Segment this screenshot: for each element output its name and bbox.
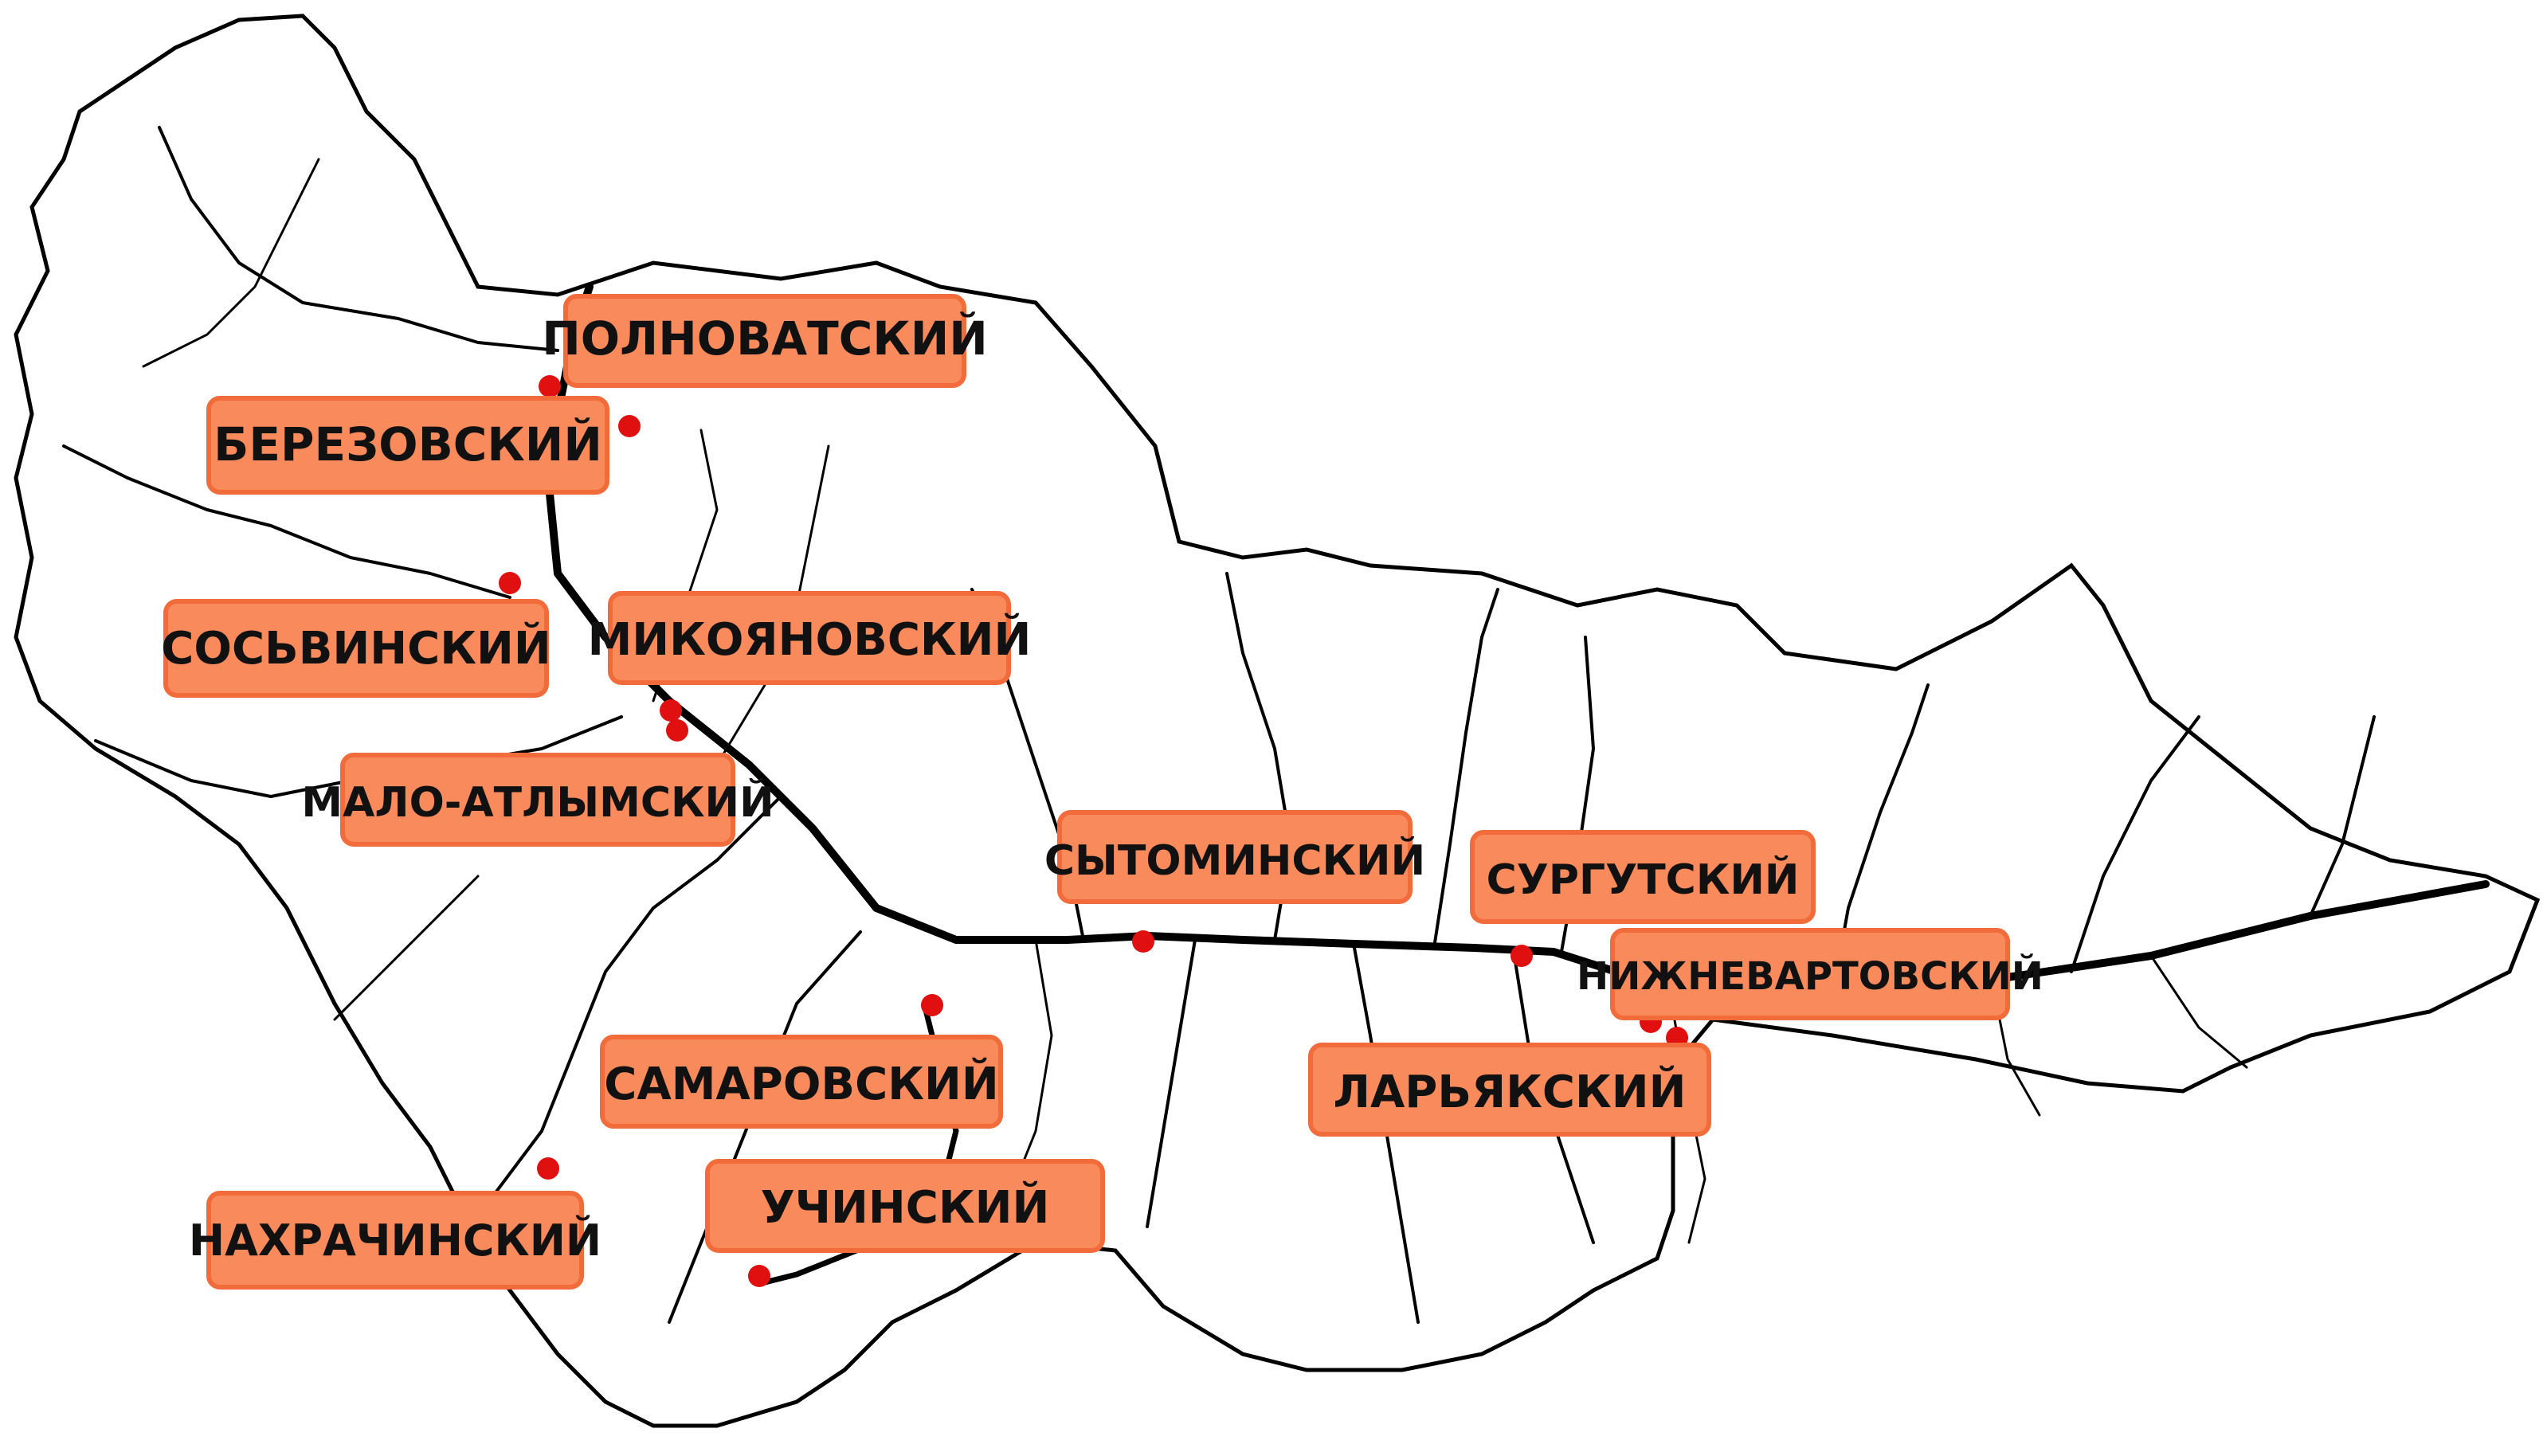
marker-polnovatsky: [539, 375, 561, 397]
marker-nakhrachinsky: [537, 1157, 559, 1180]
label-sosvinsky: СОСЬВИНСКИЙ: [161, 599, 551, 698]
label-text-laryaksky: ЛАРЬЯКСКИЙ: [1333, 1066, 1686, 1118]
marker-mikoyanovsky: [660, 699, 682, 722]
label-malo-atlymsky: МАЛО-АТЛЫМСКИЙ: [301, 753, 774, 847]
marker-samarovsky: [921, 994, 943, 1016]
label-text-surgutsky: СУРГУТСКИЙ: [1487, 855, 1800, 904]
label-text-samarovsky: САМАРОВСКИЙ: [604, 1058, 998, 1110]
label-text-polnovatsky: ПОЛНОВАТСКИЙ: [542, 311, 988, 366]
marker-malo-atlymsky: [666, 719, 688, 742]
marker-surgutsky: [1511, 945, 1533, 967]
district-labels: ПОЛНОВАТСКИЙ БЕРЕЗОВСКИЙ СОСЬВИНСКИЙ МИК…: [161, 294, 2043, 1290]
label-mikoyanovsky: МИКОЯНОВСКИЙ: [588, 591, 1032, 685]
label-text-malo-atlymsky: МАЛО-АТЛЫМСКИЙ: [301, 778, 774, 827]
label-sytominsky: СЫТОМИНСКИЙ: [1044, 810, 1425, 904]
label-samarovsky: САМАРОВСКИЙ: [600, 1035, 1003, 1129]
label-nizhnevartovsky: НИЖНЕВАРТОВСКИЙ: [1577, 928, 2043, 1020]
label-text-berezovsky: БЕРЕЗОВСКИЙ: [214, 417, 602, 472]
marker-berezovsky: [618, 415, 641, 437]
district-markers: [499, 375, 1688, 1287]
label-text-uchinsky: УЧИНСКИЙ: [761, 1181, 1050, 1234]
label-nakhrachinsky: НАХРАЧИНСКИЙ: [189, 1191, 601, 1290]
label-berezovsky: БЕРЕЗОВСКИЙ: [206, 396, 609, 495]
marker-sytominsky: [1132, 930, 1154, 953]
label-polnovatsky: ПОЛНОВАТСКИЙ: [542, 294, 988, 388]
label-laryaksky: ЛАРЬЯКСКИЙ: [1308, 1043, 1711, 1137]
label-text-nakhrachinsky: НАХРАЧИНСКИЙ: [189, 1215, 601, 1266]
label-text-sytominsky: СЫТОМИНСКИЙ: [1044, 836, 1425, 885]
label-text-nizhnevartovsky: НИЖНЕВАРТОВСКИЙ: [1577, 953, 2043, 999]
label-surgutsky: СУРГУТСКИЙ: [1470, 830, 1816, 924]
marker-sosvinsky: [499, 572, 521, 594]
label-text-mikoyanovsky: МИКОЯНОВСКИЙ: [588, 613, 1032, 666]
label-uchinsky: УЧИНСКИЙ: [705, 1159, 1105, 1253]
marker-uchinsky: [748, 1265, 770, 1287]
label-text-sosvinsky: СОСЬВИНСКИЙ: [161, 622, 551, 675]
